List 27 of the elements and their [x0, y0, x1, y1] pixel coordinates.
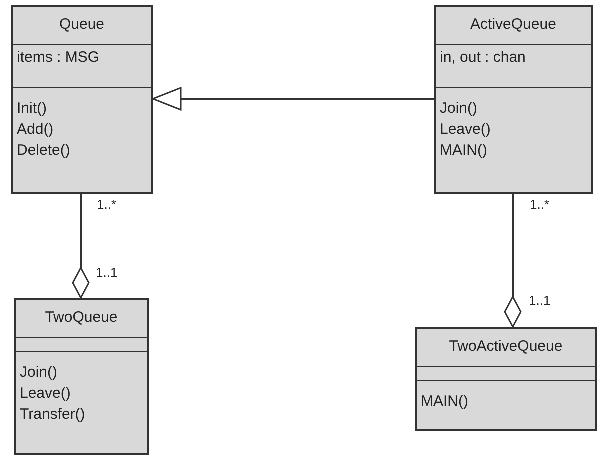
aggregation-line: [504, 194, 522, 328]
method-text: MAIN(): [440, 141, 488, 161]
method-text: Leave(): [20, 384, 72, 404]
attribute-text: in, out : chan: [440, 48, 527, 68]
method-text: MAIN(): [421, 392, 470, 412]
multiplicity-label: 1..*: [97, 197, 117, 212]
method-text: Transfer(): [20, 405, 86, 425]
class-box: [434, 5, 593, 194]
class-box: [11, 5, 153, 194]
method-text: Leave(): [440, 120, 492, 140]
attribute-text: items : MSG: [17, 48, 101, 68]
method-text: Join(): [440, 99, 479, 119]
method-text: Join(): [20, 363, 59, 383]
method-text: Init(): [17, 99, 48, 119]
class-box: [14, 298, 149, 455]
multiplicity-label: 1..1: [96, 265, 118, 280]
method-text: Delete(): [17, 141, 72, 161]
multiplicity-label: 1..*: [530, 197, 550, 212]
class-name: Queue: [58, 15, 106, 35]
class-name: TwoQueue: [44, 308, 119, 328]
method-text: Add(): [17, 120, 55, 140]
generalization-arrow: [152, 87, 434, 111]
multiplicity-label: 1..1: [529, 293, 551, 308]
class-box: [415, 327, 597, 431]
aggregation-line: [72, 194, 90, 299]
class-name: TwoActiveQueue: [448, 337, 564, 357]
class-name: ActiveQueue: [470, 15, 558, 35]
